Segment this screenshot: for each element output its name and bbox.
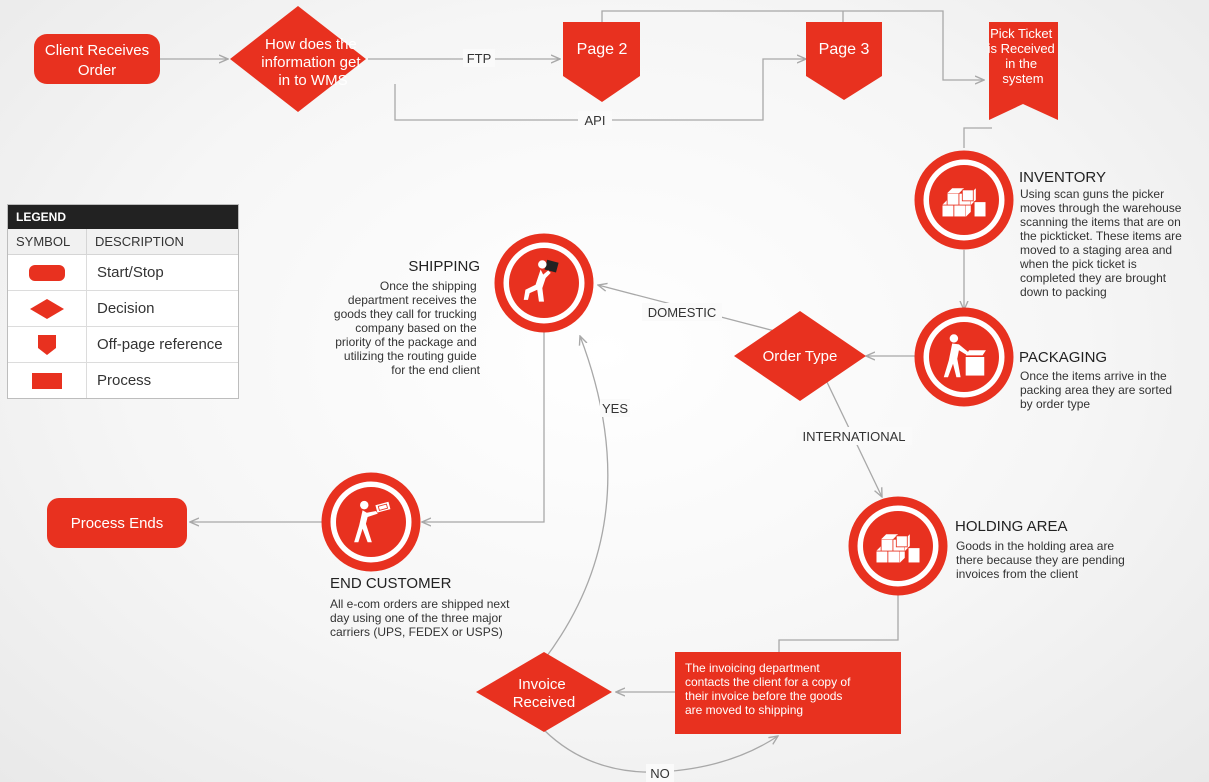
inventory-title: INVENTORY xyxy=(1019,169,1106,186)
inventory-text: Using scan guns the picker moves through… xyxy=(1019,187,1185,299)
edge-page2-to-pick xyxy=(601,10,984,80)
node-page-3: Page 3 xyxy=(806,22,882,100)
node-order-type: Order Type xyxy=(734,311,866,401)
shipping-title: SHIPPING xyxy=(408,258,480,275)
legend-row-decision: Decision xyxy=(8,291,238,327)
step-inventory: INVENTORY Using scan guns the picker mov… xyxy=(914,150,1185,299)
edge-api xyxy=(394,59,806,121)
legend-title: LEGEND xyxy=(8,205,238,229)
edge-pick-to-inventory xyxy=(963,127,992,148)
legend-row-off-page: Off-page reference xyxy=(8,327,238,363)
edge-shipping-to-endcustomer xyxy=(422,330,545,522)
step-end-customer: END CUSTOMER All e-com orders are shippe… xyxy=(321,472,513,639)
legend-row-process: Process xyxy=(8,363,238,398)
step-packaging: PACKAGING Once the items arrive in the p… xyxy=(914,307,1175,411)
node-invoice-received: Invoice Received xyxy=(476,652,612,732)
edge-label-international: INTERNATIONAL xyxy=(802,429,905,444)
shipping-text: Once the shipping department receives th… xyxy=(334,279,481,377)
node-invoicing-process: The invoicing department contacts the cl… xyxy=(675,652,901,734)
legend-desc: Process xyxy=(97,372,152,389)
legend-desc: Off-page reference xyxy=(97,336,223,353)
svg-text:Pick Ticket is Received: Pick Ticket is Received in the system xyxy=(988,26,1059,86)
svg-text:Process Ends: Process Ends xyxy=(71,515,164,532)
svg-text:How does the information: How does the information get in to WMS xyxy=(261,36,364,89)
pentagon-down-symbol xyxy=(8,327,87,362)
client-receives-line2: Order xyxy=(78,62,116,79)
rect-symbol xyxy=(8,363,87,398)
edge-yes xyxy=(543,336,609,661)
node-process-ends: Process Ends xyxy=(47,498,187,548)
node-how-does-decision: How does the information get in to WMS xyxy=(230,6,366,112)
connectors xyxy=(160,10,992,773)
legend-col-symbol: SYMBOL xyxy=(8,229,87,254)
edge-holding-to-invoicing xyxy=(778,592,899,652)
edge-label-ftp: FTP xyxy=(467,51,492,66)
step-shipping: SHIPPING Once the shipping department re… xyxy=(334,233,594,377)
svg-text:The invoicing department: The invoicing department contacts the cl… xyxy=(685,661,854,717)
legend: LEGEND SYMBOL DESCRIPTION Start/Stop Dec… xyxy=(7,204,239,399)
diamond-symbol xyxy=(8,291,87,326)
svg-text:Order Type: Order Type xyxy=(763,348,838,365)
legend-header: SYMBOL DESCRIPTION xyxy=(8,229,238,255)
packaging-text: Once the items arrive in the packing are… xyxy=(1020,369,1175,411)
step-holding-area: HOLDING AREA Goods in the holding area a… xyxy=(848,496,1128,596)
legend-desc: Start/Stop xyxy=(97,264,164,281)
end-customer-text: All e-com orders are shipped next day us… xyxy=(330,597,513,639)
edge-label-yes: YES xyxy=(602,401,628,416)
packaging-title: PACKAGING xyxy=(1019,349,1107,366)
svg-text:Page 2: Page 2 xyxy=(577,41,628,58)
holding-title: HOLDING AREA xyxy=(955,518,1068,535)
legend-desc: Decision xyxy=(97,300,155,317)
holding-text: Goods in the holding area are there beca… xyxy=(956,539,1128,581)
edge-label-api: API xyxy=(585,113,606,128)
node-page-2: Page 2 xyxy=(563,22,640,102)
rounded-rect-symbol xyxy=(8,255,87,290)
client-receives-line1: Client Receives xyxy=(45,42,149,59)
edge-labels: FTP API DOMESTIC INTERNATIONAL YES NO xyxy=(463,49,912,782)
node-pick-ticket: Pick Ticket is Received in the system xyxy=(988,22,1059,120)
svg-text:Invoice Received: Invoice Received xyxy=(513,676,576,711)
legend-row-start-stop: Start/Stop xyxy=(8,255,238,291)
svg-text:Page 3: Page 3 xyxy=(819,41,870,58)
edge-label-no: NO xyxy=(650,766,670,781)
end-customer-title: END CUSTOMER xyxy=(330,575,452,592)
edge-label-domestic: DOMESTIC xyxy=(648,305,717,320)
legend-col-description: DESCRIPTION xyxy=(95,234,184,249)
